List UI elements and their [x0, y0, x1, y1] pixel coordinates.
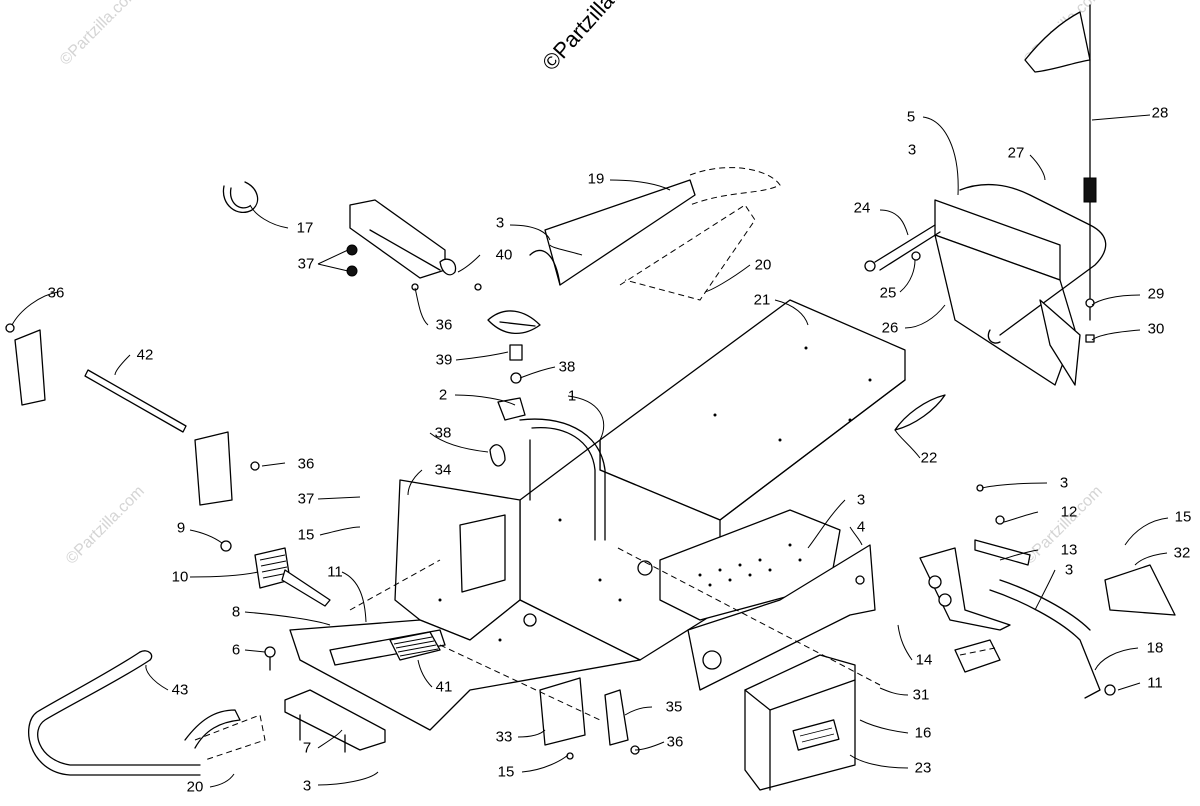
callout-37: 37	[298, 491, 315, 508]
side-rail-19	[529, 167, 781, 301]
callout-38: 38	[559, 359, 576, 376]
callout-17: 17	[297, 220, 314, 237]
callout-3: 3	[857, 492, 865, 509]
mount-bracket-7	[264, 646, 386, 753]
callout-40: 40	[496, 247, 513, 264]
callout-11: 11	[1147, 675, 1163, 692]
callout-35: 35	[666, 699, 683, 716]
callout-15: 15	[1175, 509, 1192, 526]
flag-28	[1024, 4, 1097, 343]
callout-36: 36	[298, 456, 315, 473]
callout-3: 3	[496, 215, 504, 232]
callout-12: 12	[1061, 504, 1078, 521]
hand-grip-10	[220, 540, 331, 607]
grab-handle-43	[28, 650, 266, 776]
flag-mount	[1083, 177, 1097, 203]
callout-28: 28	[1152, 105, 1169, 122]
frame-round-hole	[523, 613, 537, 627]
callout-21: 21	[754, 292, 771, 309]
rear-hitch	[864, 183, 1107, 386]
callout-32: 32	[1174, 545, 1191, 562]
callout-15: 15	[498, 764, 515, 781]
callout-11: 11	[327, 564, 343, 581]
callout-31: 31	[913, 687, 930, 704]
callout-34: 34	[435, 462, 452, 479]
callout-13: 13	[1061, 542, 1078, 559]
callout-20: 20	[755, 257, 772, 274]
callout-30: 30	[1148, 321, 1165, 338]
callout-10: 10	[172, 569, 189, 586]
callout-38: 38	[435, 425, 452, 442]
callout-33: 33	[496, 729, 513, 746]
axle-42	[5, 323, 260, 506]
watermark-faint: ©Partzilla.com	[57, 0, 142, 69]
callout-3: 3	[303, 778, 311, 795]
clip-17	[222, 181, 259, 213]
leader-lines	[11, 114, 1169, 788]
callout-5: 5	[907, 109, 915, 126]
callout-43: 43	[172, 682, 189, 699]
callout-42: 42	[137, 347, 154, 364]
callout-29: 29	[1148, 286, 1165, 303]
callout-3: 3	[1060, 475, 1068, 492]
step-panel-holes	[698, 543, 802, 587]
callout-labels: 1 2 3 3 3 3 3 3 4 5 6 7 8 9 10 11 11 12 …	[48, 105, 1192, 796]
callout-6: 6	[232, 642, 240, 659]
callout-26: 26	[882, 320, 899, 337]
frame-holes	[438, 346, 872, 642]
callout-36: 36	[48, 285, 65, 302]
callout-14: 14	[916, 652, 933, 669]
foot-pad-grid	[393, 636, 439, 657]
callout-15: 15	[298, 527, 315, 544]
reflector-22	[894, 394, 946, 431]
callout-22: 22	[921, 450, 938, 467]
center-lines	[349, 547, 881, 721]
callout-25: 25	[880, 285, 897, 302]
callout-9: 9	[177, 520, 185, 537]
watermark-main: ©Partzilla.com	[537, 0, 651, 75]
callout-36: 36	[436, 317, 453, 334]
tether-cord-39	[487, 310, 541, 384]
callout-39: 39	[436, 352, 453, 369]
callout-20: 20	[187, 779, 204, 796]
callout-8: 8	[232, 604, 240, 621]
cover-16	[744, 654, 856, 791]
frame-round-hole	[637, 560, 653, 576]
callout-1: 1	[568, 388, 576, 405]
callout-37: 37	[298, 256, 315, 273]
callout-4: 4	[857, 519, 865, 536]
callout-24: 24	[854, 200, 871, 217]
callout-16: 16	[915, 725, 932, 742]
warning-decal-23	[792, 719, 840, 751]
right-brackets	[919, 484, 1176, 699]
chassis-frame	[289, 299, 906, 731]
callout-41: 41	[436, 679, 453, 696]
callout-3: 3	[1065, 562, 1073, 579]
callout-3: 3	[908, 142, 916, 159]
steering-bracket	[346, 199, 482, 291]
callout-19: 19	[588, 171, 605, 188]
callout-7: 7	[303, 740, 311, 757]
callout-18: 18	[1147, 640, 1164, 657]
bracket-33	[539, 677, 640, 760]
callout-2: 2	[439, 387, 447, 404]
callout-23: 23	[915, 760, 932, 777]
side-panel-4	[687, 544, 876, 691]
leader-lines-extra	[429, 351, 556, 453]
callout-27: 27	[1008, 145, 1025, 162]
callout-36: 36	[667, 734, 684, 751]
watermark-faint: ©Partzilla.com	[63, 483, 148, 568]
switch-bracket-2	[489, 397, 526, 467]
